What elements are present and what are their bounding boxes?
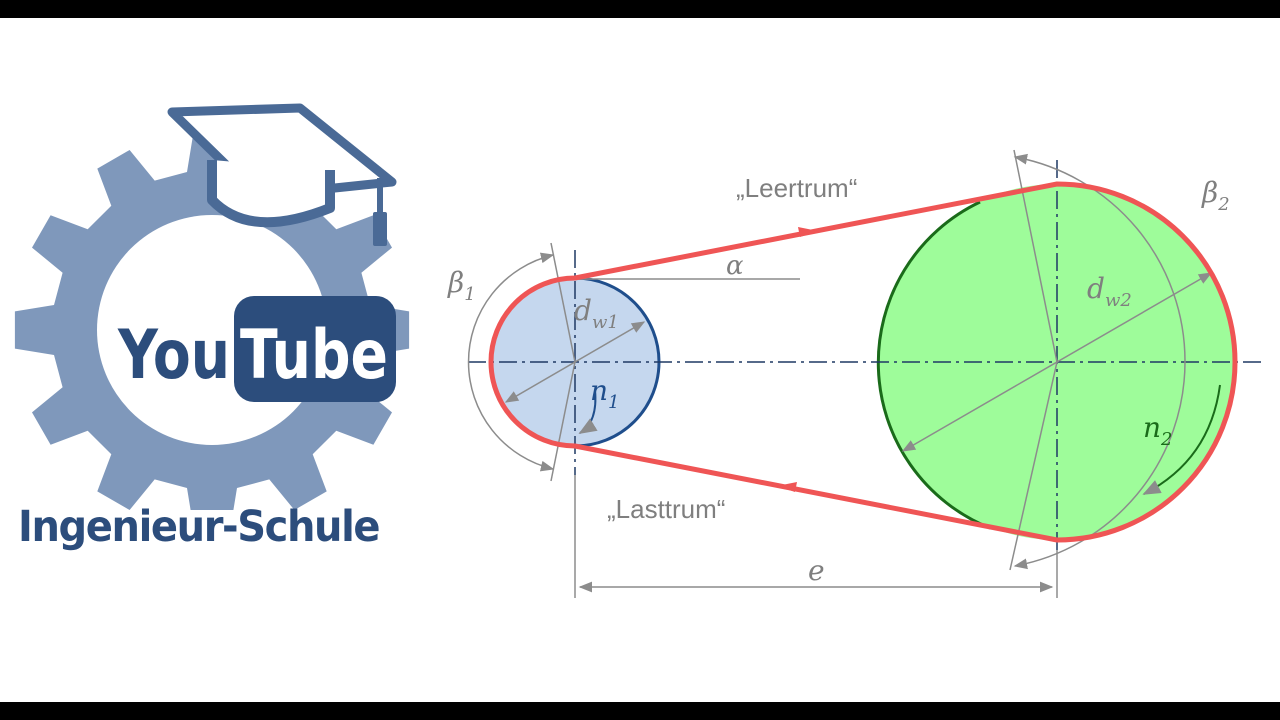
slack-side-label: „Leertrum“ [736,173,857,203]
n2-label: n2 [1143,411,1173,450]
youtube-wordmark: You Tube [117,296,396,402]
beta2-arc [1013,153,1186,570]
slack-side-direction-arrow [798,227,818,237]
tight-side-label: „Lasttrum“ [607,494,725,524]
bottom-black-bar [0,702,1280,720]
center-distance-dimension [574,475,1058,598]
alpha-label: α [726,251,744,281]
beta1-arc [467,252,555,472]
wordmark-tube: Tube [240,316,388,395]
beta1-label: β1 [447,266,476,305]
belt-drive-diagram: „Leertrum“ „Lasttrum“ β1 β2 α dw1 dw2 n1… [447,149,1265,598]
dw2-label: dw2 [1087,272,1132,311]
graduation-cap-icon [167,103,397,246]
tube-box [234,296,396,402]
channel-logo: You Tube [14,103,410,510]
center-distance-label: e [808,554,825,587]
n2-rotation-arrow [1142,384,1221,495]
brand-name: Ingenieur-Schule [18,502,381,552]
n1-rotation-arrow [578,389,598,434]
large-pulley-rim [876,200,991,530]
wordmark-you: You [117,316,230,395]
n1-label: n1 [590,374,620,413]
top-black-bar [0,0,1280,18]
beta2-label: β2 [1201,176,1230,215]
tight-side-direction-arrow [777,482,797,492]
dw1-label: dw1 [574,294,619,333]
belt [488,181,1238,543]
